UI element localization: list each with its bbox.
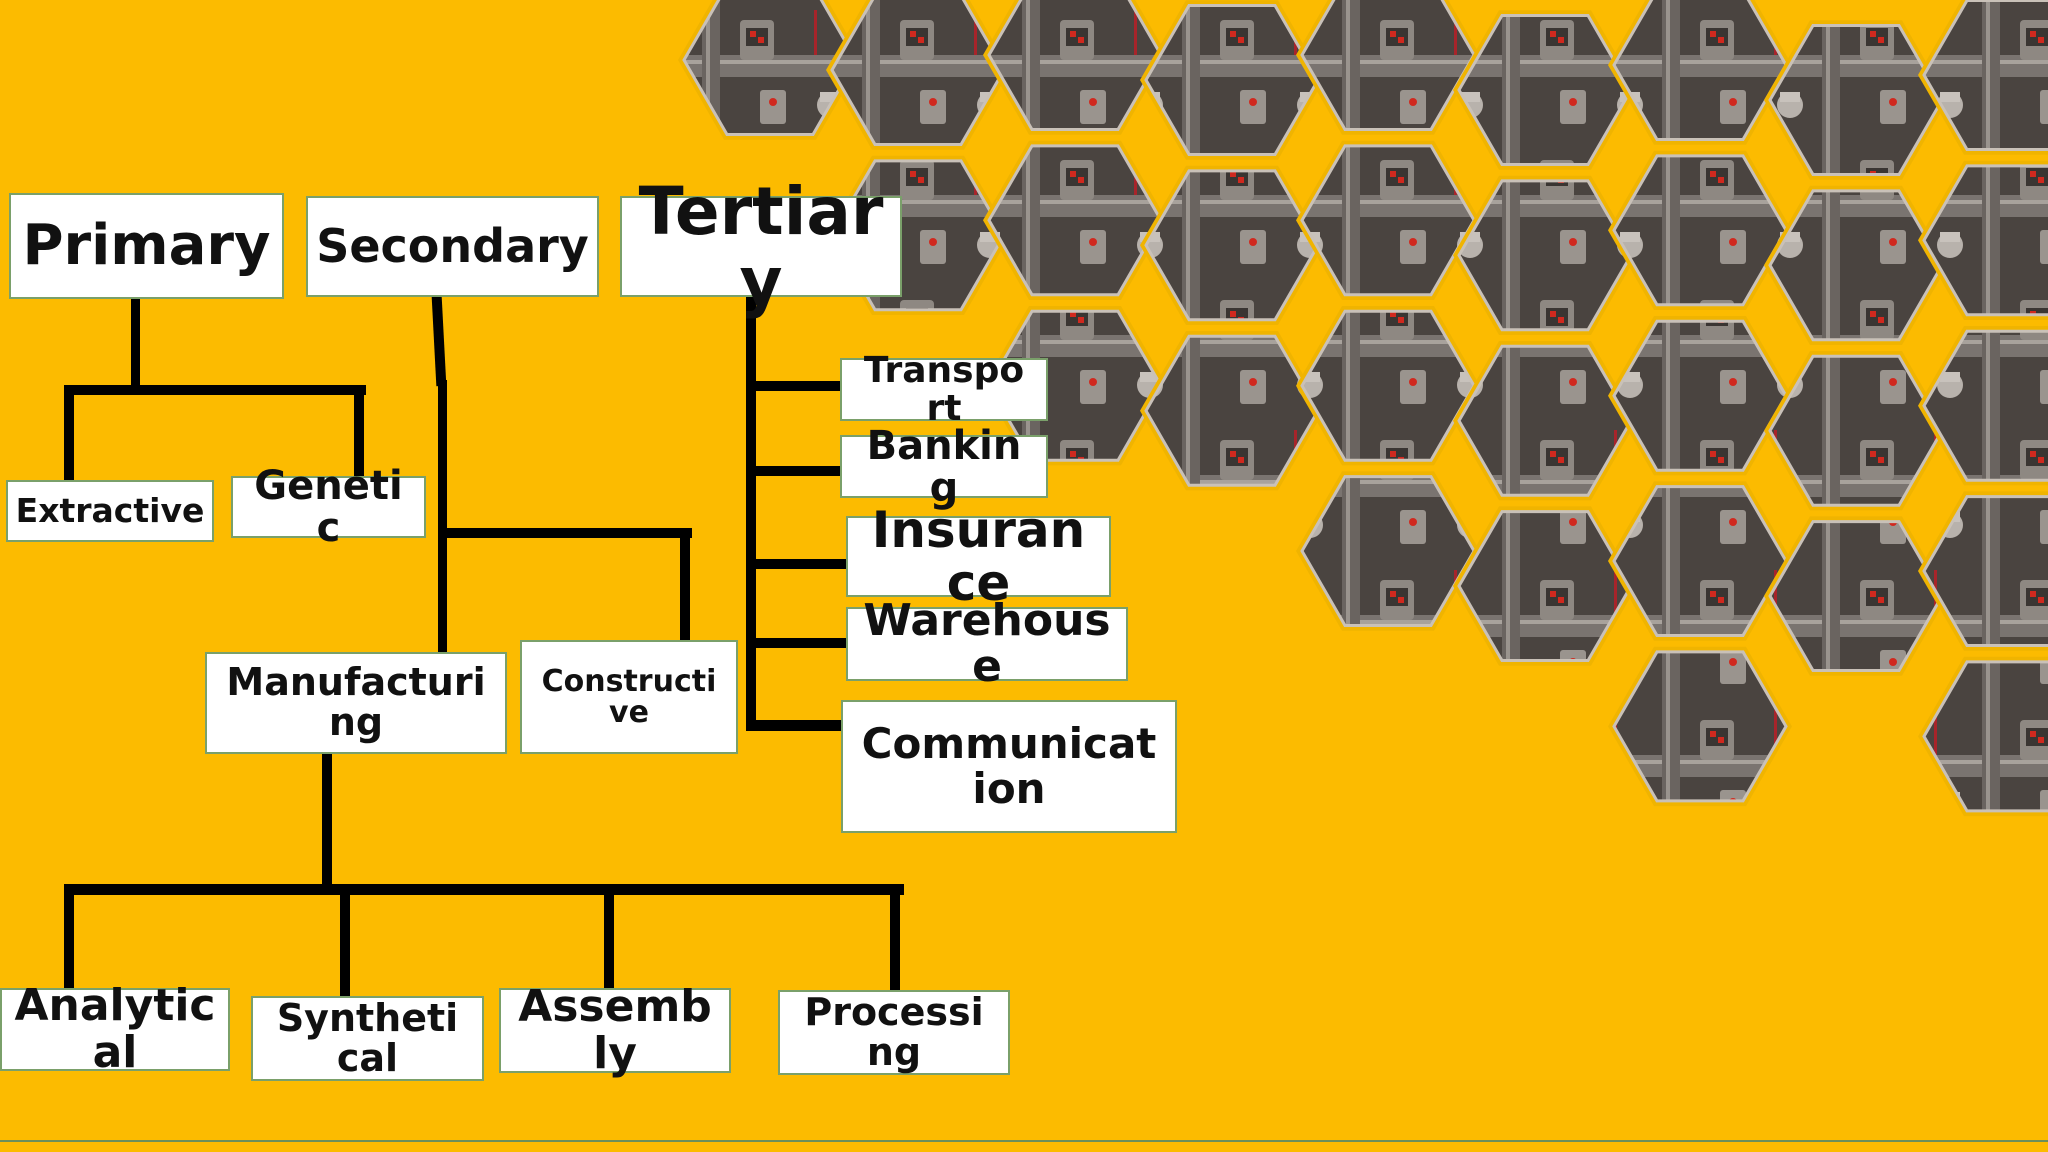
factory-hex-tile xyxy=(1922,164,2048,317)
connector-line xyxy=(438,528,447,654)
factory-hex-tile xyxy=(1922,495,2048,647)
factory-hex-tile xyxy=(1457,14,1633,166)
node-warehouse: Warehouse xyxy=(846,597,1128,690)
node-processing: Processing xyxy=(778,990,1010,1075)
factory-hex-tile xyxy=(1457,179,1633,332)
factory-hex-tile xyxy=(1768,24,1944,176)
factory-hex-tile xyxy=(1612,485,1788,637)
node-label: Transport xyxy=(863,349,1025,429)
node-label: Assembly xyxy=(518,981,712,1079)
factory-hex-tile xyxy=(1300,309,1476,462)
connector-line xyxy=(438,380,447,535)
factory-hex-tile xyxy=(1922,329,2048,482)
node-label: Analytical xyxy=(14,980,216,1078)
connector-line xyxy=(746,466,842,476)
connector-line xyxy=(64,884,904,895)
connector-line xyxy=(354,385,364,477)
factory-hex-tile xyxy=(1457,344,1633,497)
node-label: Warehouse xyxy=(863,594,1111,692)
node-label: Insurance xyxy=(871,501,1086,612)
connector-line xyxy=(746,638,848,648)
slide-bottom-rule xyxy=(0,1140,2048,1142)
node-label: Banking xyxy=(866,422,1022,511)
connector-line xyxy=(680,528,690,646)
node-label: Tertiary xyxy=(638,173,884,320)
node-communication: Communication xyxy=(841,700,1177,833)
node-label: Primary xyxy=(22,212,271,278)
connector-line xyxy=(746,559,848,569)
factory-hex-tile xyxy=(1300,144,1476,297)
node-transport: Transport xyxy=(840,351,1048,427)
connector-line xyxy=(746,720,842,731)
factory-hex-tile xyxy=(1922,660,2048,813)
connector-line xyxy=(604,884,614,992)
node-insurance: Insurance xyxy=(846,504,1111,609)
factory-hex-tile xyxy=(830,0,1006,146)
node-secondary: Secondary xyxy=(306,196,599,297)
factory-hex-tile xyxy=(1612,0,1788,141)
factory-hex-tile xyxy=(1457,510,1633,662)
factory-hex-tile xyxy=(1300,0,1476,131)
factory-hex-tile xyxy=(1768,520,1944,672)
factory-hex-tile xyxy=(1922,0,2048,151)
node-tertiary: Tertiary xyxy=(620,177,902,316)
node-synthetical: Synthetical xyxy=(251,996,484,1081)
factory-hex-tile xyxy=(1300,475,1476,627)
connector-line xyxy=(64,884,74,992)
connector-line xyxy=(322,752,332,892)
connector-line xyxy=(890,884,900,992)
factory-hex-tile xyxy=(1144,334,1320,487)
factory-hex-tile xyxy=(1144,4,1320,156)
node-label: Communication xyxy=(861,719,1157,813)
node-extractive: Extractive xyxy=(6,480,214,542)
factory-hex-tile xyxy=(987,0,1163,131)
node-label: Constructive xyxy=(541,663,717,730)
factory-hex-tile xyxy=(1768,354,1944,507)
factory-hex-tile xyxy=(1768,189,1944,342)
node-label: Processing xyxy=(804,989,984,1074)
connector-line xyxy=(438,528,692,538)
node-assembly: Assembly xyxy=(499,984,731,1076)
factory-hex-tile xyxy=(682,0,858,136)
node-label: Secondary xyxy=(316,219,589,274)
node-manufacturing: Manufacturing xyxy=(205,652,507,754)
connector-line xyxy=(131,296,140,388)
node-label: Manufacturing xyxy=(226,660,486,744)
connector-line xyxy=(340,884,350,998)
factory-hex-tile xyxy=(1612,650,1788,803)
node-label: Extractive xyxy=(15,490,205,530)
node-genetic: Genetic xyxy=(231,465,426,549)
factory-hex-tile xyxy=(1144,169,1320,322)
node-primary: Primary xyxy=(9,193,284,299)
node-analytical: Analytical xyxy=(0,983,230,1075)
factory-hex-tile xyxy=(1612,154,1788,307)
node-constructive: Constructive xyxy=(520,640,738,754)
node-label: Synthetical xyxy=(276,995,459,1080)
factory-hex-tile xyxy=(1612,319,1788,472)
node-banking: Banking xyxy=(840,425,1048,509)
connector-line xyxy=(64,385,366,395)
factory-hex-tile xyxy=(987,144,1163,297)
connector-line xyxy=(746,381,842,391)
connector-line xyxy=(746,296,756,730)
connector-line xyxy=(64,385,74,483)
node-label: Genetic xyxy=(254,463,403,551)
